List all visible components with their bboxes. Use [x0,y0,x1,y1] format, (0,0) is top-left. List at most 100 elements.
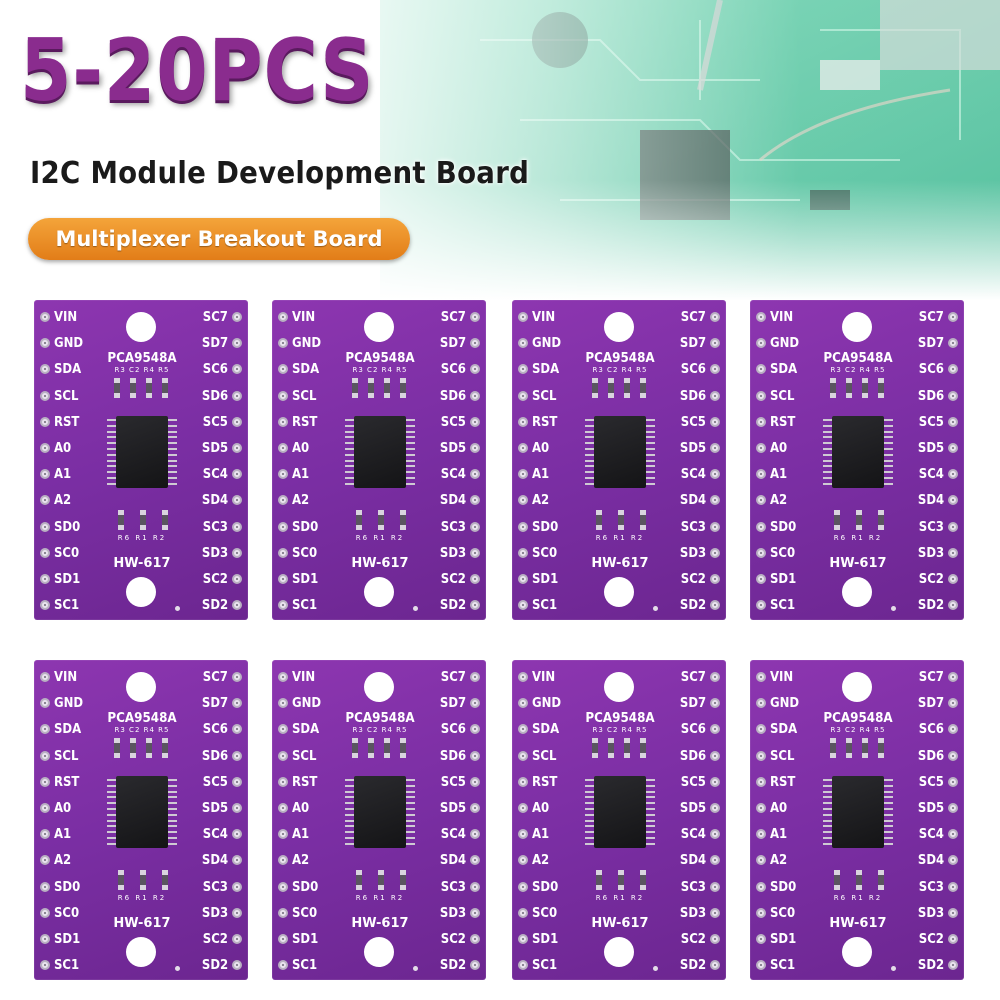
header-pin [470,364,480,375]
board-model: HW-617 [113,916,171,931]
ic-lead [107,831,116,834]
header-pin [948,881,958,892]
via-dot [413,606,418,611]
smd-component [162,378,168,398]
ic-lead [646,790,655,793]
smd-component [118,510,124,530]
smd-component [878,378,884,398]
ic-lead [585,430,594,433]
header-pin [518,881,528,892]
header-pin [710,443,720,453]
ic-lead [107,430,116,433]
header-pin [756,521,766,532]
header-pin [948,724,958,735]
header-pin [40,829,50,840]
smd-component [378,870,384,890]
pin-label: SD6 [917,388,944,404]
ic-lead [168,837,177,839]
ic-lead [345,802,354,805]
ic-lead [168,436,177,439]
ic-lead [884,784,893,787]
ic-lead [345,448,354,450]
pin-label: A0 [292,441,310,456]
ic-lead [585,790,594,793]
component-labels-bottom: R6 R1 R2 [117,894,167,902]
header-pin [756,416,766,427]
pin-label: A1 [292,827,310,843]
header-pin [40,312,50,322]
pin-label: SD2 [679,958,706,974]
header-pin [756,907,766,918]
mounting-hole [842,312,872,342]
pin-label: SC2 [680,572,706,587]
header-pin [278,750,288,761]
smd-components-bottom [352,870,408,890]
header-pin [710,776,720,787]
pin-label: RST [770,414,796,430]
header-pin [756,960,766,971]
header-pin [470,469,480,480]
header-pin [948,934,958,944]
ic-lead [168,424,177,427]
pin-label: SD7 [201,696,228,712]
ic-lead [107,477,116,479]
pin-label: SD1 [532,932,559,947]
pin-label: SC6 [680,362,706,378]
header-pin [232,495,242,506]
pin-label: SD2 [201,598,228,614]
header-pin [40,443,50,453]
ic-chip [116,416,168,488]
header-pin [518,776,528,787]
smd-components-top [352,738,408,758]
component-labels-top: R3 C2 R4 R5 [830,366,886,374]
pin-label: A0 [54,441,72,456]
ic-lead [884,477,893,479]
header-pin [756,803,766,813]
ic-lead [345,825,354,828]
header-pin [756,724,766,735]
component-labels-top: R3 C2 R4 R5 [352,366,408,374]
pin-label: SD7 [917,696,944,712]
smd-component [140,870,146,890]
mounting-hole [842,937,872,967]
mounting-hole [126,672,156,702]
smd-component [162,738,168,758]
smd-components-top [592,738,648,758]
ic-lead [168,419,177,421]
header-pin [232,672,242,682]
header-pin [470,547,480,558]
pin-label: SC1 [54,598,80,614]
ic-lead [345,831,354,834]
pin-label: SC2 [680,932,706,947]
ic-lead [345,796,354,799]
pin-label: SC1 [532,958,558,974]
pin-label: SD0 [532,879,559,895]
pin-label: SCL [532,748,557,764]
pin-label: SC3 [680,519,706,535]
header-pin [470,672,480,682]
ic-lead [168,459,177,462]
pin-label: SD0 [770,519,797,535]
header-pin [948,495,958,506]
pin-label: SC6 [202,362,228,378]
smd-component [608,738,614,758]
ic-lead [646,436,655,439]
pin-label: SC4 [440,827,466,843]
ic-lead [345,790,354,793]
pin-label: GND [532,336,562,352]
ic-lead [107,419,116,421]
ic-lead [107,779,116,781]
ic-lead [345,430,354,433]
header-pin [40,934,50,944]
smd-component [352,738,358,758]
pin-label: A0 [54,801,72,816]
ic-lead [107,842,116,845]
header-pin [470,934,480,944]
ic-lead [168,442,177,445]
ic-lead [646,482,655,485]
pin-label: SD4 [679,853,706,869]
ic-lead [406,802,415,805]
header-pin [710,750,720,761]
ic-lead [884,465,893,468]
